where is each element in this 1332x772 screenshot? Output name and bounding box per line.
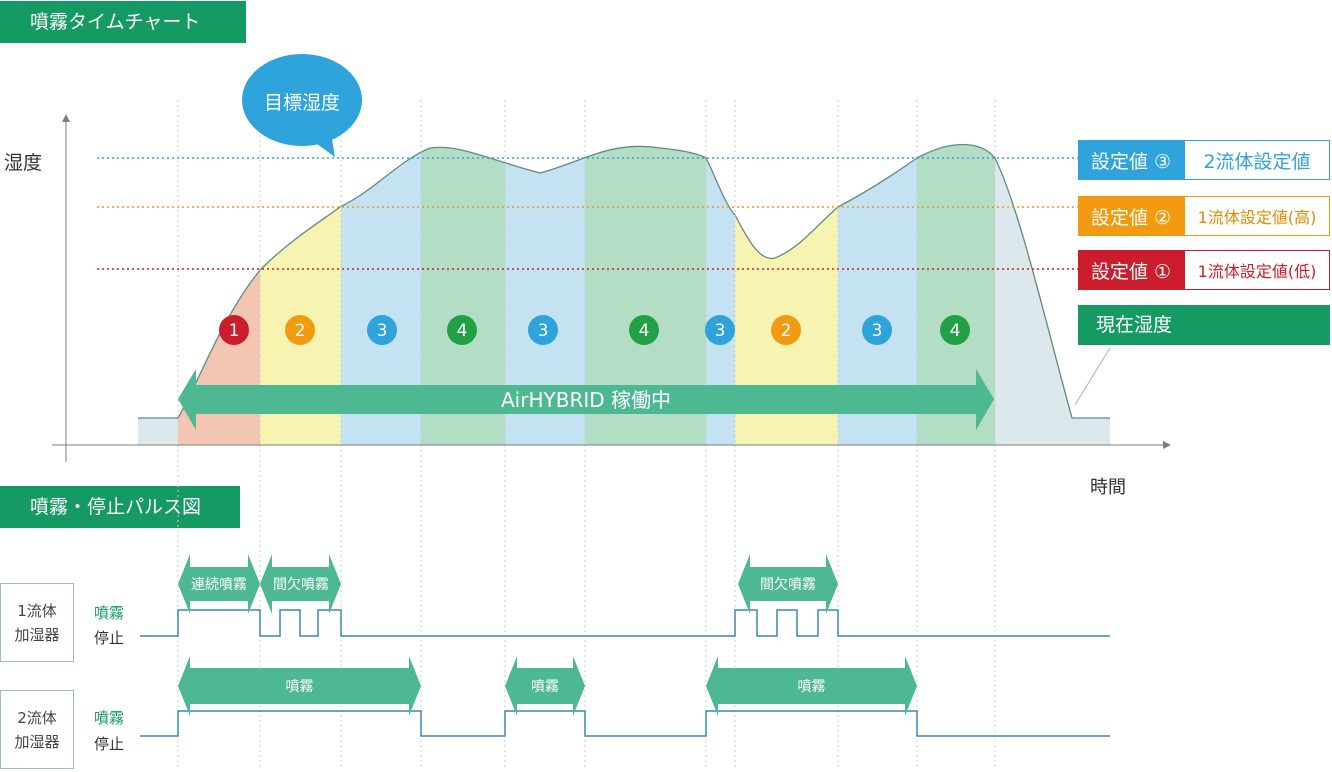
band-marker-2-circle	[285, 315, 315, 345]
band-marker-1-circle	[219, 315, 249, 345]
band-marker-4-circle	[447, 315, 477, 345]
target-humidity-label: 目標湿度	[263, 92, 340, 114]
band-marker-9-circle	[862, 315, 892, 345]
band-marker-8-circle	[771, 315, 801, 345]
device2-name-line2: 加湿器	[14, 732, 60, 751]
band-marker-3: 3	[377, 321, 388, 341]
device2-arrow-2	[505, 656, 585, 716]
device2-arrow-label-2: 噴霧	[531, 679, 559, 695]
band-markers: 1 2 3 4 3 4 3 2 3 4	[219, 315, 970, 345]
device2-name-box: 2流体 加湿器	[0, 690, 74, 769]
band-marker-8: 2	[781, 321, 792, 341]
device1-pulse-line	[140, 609, 1110, 637]
device1-arrow-label-1: 連続噴霧	[191, 577, 247, 593]
device1-arrow-label-2: 間欠噴霧	[273, 577, 329, 593]
device1-name-box: 1流体 加湿器	[0, 583, 74, 662]
band-marker-6: 4	[639, 321, 650, 341]
device2-name-line1: 2流体	[17, 708, 57, 727]
setpoint-2-label: 設定値 ② 1流体設定値(高)	[1078, 196, 1330, 236]
device1-state-spray: 噴霧	[94, 604, 125, 622]
device1-arrow-label-3: 間欠噴霧	[760, 577, 816, 593]
operation-label: AirHYBRID 稼働中	[501, 388, 671, 412]
setpoint-1-label: 設定値 ① 1流体設定値(低)	[1078, 250, 1330, 290]
device2-arrow-1	[178, 656, 421, 716]
band-marker-7: 3	[715, 321, 726, 341]
setpoint-3-key: 設定値 ③	[1078, 140, 1184, 180]
device2-arrow-label-1: 噴霧	[285, 679, 314, 695]
pulse-section-header: 噴霧・停止パルス図	[0, 486, 240, 528]
y-axis-label: 湿度	[4, 152, 43, 174]
band-marker-5-circle	[528, 315, 558, 345]
device1-arrow-2	[260, 554, 341, 614]
target-humidity-bubble	[242, 54, 362, 157]
band-marker-2: 2	[295, 321, 306, 341]
device1-arrow-3	[738, 554, 838, 614]
band-marker-10: 4	[950, 321, 961, 341]
band-marker-5: 3	[538, 321, 549, 341]
axes	[52, 114, 1171, 462]
band-marker-4: 4	[457, 321, 468, 341]
setpoint-3-value: 2流体設定値	[1184, 140, 1330, 180]
setpoint-1-key: 設定値 ①	[1078, 250, 1184, 290]
band-marker-3-circle	[367, 315, 397, 345]
device1-name-line2: 加湿器	[14, 625, 60, 644]
band-marker-1: 1	[229, 321, 240, 341]
band-marker-9: 3	[872, 321, 883, 341]
band-marker-10-circle	[940, 315, 970, 345]
band-marker-6-circle	[629, 315, 659, 345]
chart-section-header: 噴霧タイムチャート	[0, 1, 246, 43]
device1-arrow-1	[178, 554, 260, 614]
setpoint-2-key: 設定値 ②	[1078, 196, 1184, 236]
device2-arrow-3	[706, 656, 917, 716]
device2-arrow-label-3: 噴霧	[797, 679, 826, 695]
setpoint-3-label: 設定値 ③ 2流体設定値	[1078, 140, 1330, 180]
x-axis-label: 時間	[1090, 477, 1126, 498]
device1-state-stop: 停止	[94, 629, 125, 647]
operation-arrow	[178, 369, 994, 430]
current-humidity-label: 現在湿度	[1078, 305, 1330, 345]
device2-pulse-line	[140, 710, 1110, 737]
setpoint-2-value: 1流体設定値(高)	[1184, 196, 1330, 236]
device1-name-line1: 1流体	[17, 601, 57, 620]
current-humidity-leader	[1074, 347, 1111, 406]
time-gridlines	[177, 100, 996, 770]
humidity-curve	[138, 143, 1110, 419]
device2-state-spray: 噴霧	[94, 709, 125, 727]
band-marker-7-circle	[705, 315, 735, 345]
device2-state-stop: 停止	[94, 735, 125, 753]
setpoint-1-value: 1流体設定値(低)	[1184, 250, 1330, 290]
